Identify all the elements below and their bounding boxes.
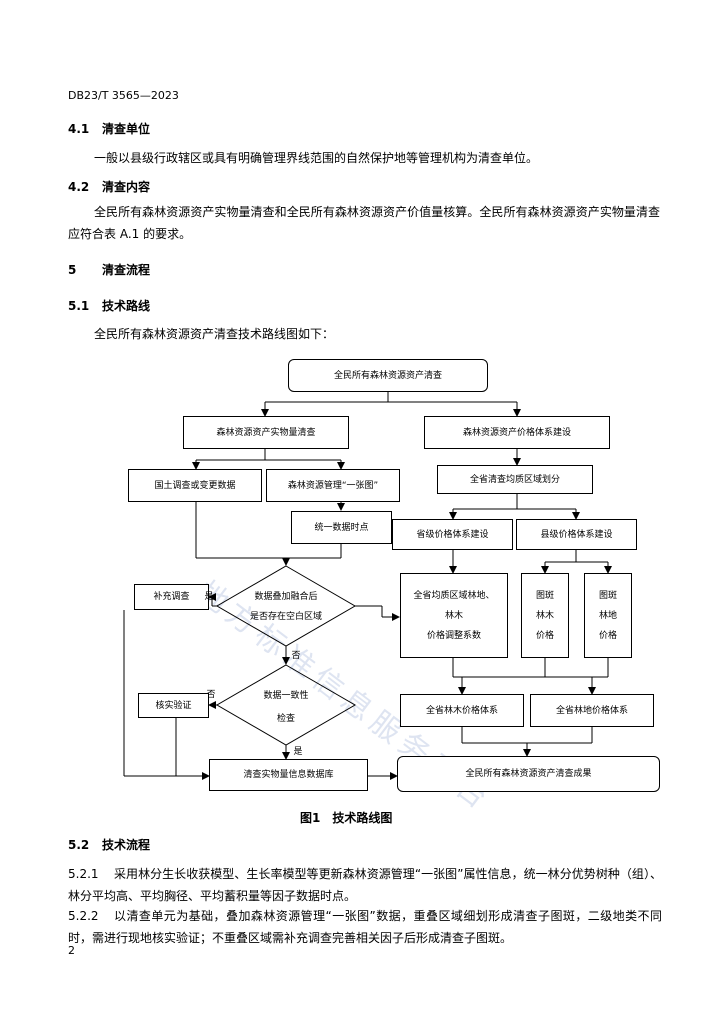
- spot-wood-line3: 价格: [535, 630, 554, 641]
- page-number: 2: [68, 944, 75, 957]
- node-land-survey: 国土调查或变更数据: [128, 469, 262, 502]
- node-county-price: 县级价格体系建设: [516, 519, 637, 550]
- label-yes-consistency: 是: [293, 747, 303, 757]
- node-verify: 核实验证: [138, 693, 209, 718]
- section-5-title: 清查流程: [102, 263, 151, 277]
- para-5-2-1-number: 5.2.1: [68, 867, 99, 881]
- node-price-coefficient: 全省均质区域林地、 林木 价格调整系数: [400, 573, 508, 658]
- node-spot-wood-price: 图斑 林木 价格: [521, 573, 569, 658]
- doc-code: DB23/T 3565—2023: [68, 89, 179, 102]
- decision-consistency-line2: 检查: [276, 714, 295, 724]
- section-5-1-number: 5.1: [68, 299, 90, 313]
- para-5-2-2-text: 以清查单元为基础，叠加森林资源管理“一张图”数据，重叠区域细划形成清查子图斑，二…: [68, 909, 662, 945]
- node-root: 全民所有森林资源资产清查: [288, 359, 488, 392]
- label-no-overlay: 否: [291, 651, 301, 661]
- section-5-2-title: 技术流程: [102, 838, 151, 852]
- section-5-1-title: 技术路线: [102, 299, 151, 313]
- section-4-2-number: 4.2: [68, 180, 90, 194]
- decision-consistency-line1: 数据一致性: [263, 691, 309, 701]
- spot-land-line2: 林地: [598, 610, 617, 621]
- node-one-map: 森林资源管理“一张图”: [266, 469, 400, 502]
- node-wood-price-system: 全省林木价格体系: [400, 694, 524, 727]
- node-database: 清查实物量信息数据库: [209, 759, 368, 791]
- section-4-1-text: 一般以县级行政辖区或具有明确管理界线范围的自然保护地等管理机构为清查单位。: [94, 151, 539, 165]
- label-yes-overlay: 是: [204, 592, 214, 602]
- spot-wood-line2: 林木: [535, 610, 554, 621]
- coefficient-line1: 全省均质区域林地、: [413, 590, 495, 601]
- decision-overlay-line1: 数据叠加融合后: [254, 592, 318, 602]
- coefficient-line3: 价格调整系数: [426, 630, 481, 641]
- section-5-number: 5: [68, 263, 77, 277]
- node-land-price-system: 全省林地价格体系: [530, 694, 654, 727]
- node-spot-land-price: 图斑 林地 价格: [584, 573, 632, 658]
- section-5-2-number: 5.2: [68, 838, 90, 852]
- figure-caption: 图1 技术路线图: [300, 811, 393, 825]
- node-physical-inventory: 森林资源资产实物量清查: [183, 416, 349, 449]
- section-4-2-title: 清查内容: [102, 180, 151, 194]
- coefficient-line2: 林木: [444, 610, 463, 621]
- label-no-consistency: 否: [206, 690, 216, 700]
- section-5-1-intro: 全民所有森林资源资产清查技术路线图如下：: [94, 327, 335, 341]
- node-value-system: 森林资源资产价格体系建设: [424, 416, 610, 449]
- section-4-1-title: 清查单位: [102, 122, 151, 136]
- node-unify-time: 统一数据时点: [291, 511, 392, 544]
- spot-wood-line1: 图斑: [535, 590, 554, 601]
- decision-overlay-line2: 是否存在空白区域: [249, 612, 322, 622]
- section-4-1-number: 4.1: [68, 122, 90, 136]
- section-4-2-text: 全民所有森林资源资产实物量清查和全民所有森林资源资产价值量核算。全民所有森林资源…: [68, 205, 660, 241]
- node-province-zoning: 全省清查均质区域划分: [437, 465, 593, 494]
- node-supplement-survey: 补充调查: [134, 584, 209, 610]
- para-5-2-2-number: 5.2.2: [68, 909, 99, 923]
- node-result: 全民所有森林资源资产清查成果: [397, 756, 660, 792]
- spot-land-line3: 价格: [598, 630, 617, 641]
- spot-land-line1: 图斑: [598, 590, 617, 601]
- node-province-price: 省级价格体系建设: [392, 519, 513, 550]
- para-5-2-1-text: 采用林分生长收获模型、生长率模型等更新森林资源管理“一张图”属性信息，统一林分优…: [68, 867, 662, 903]
